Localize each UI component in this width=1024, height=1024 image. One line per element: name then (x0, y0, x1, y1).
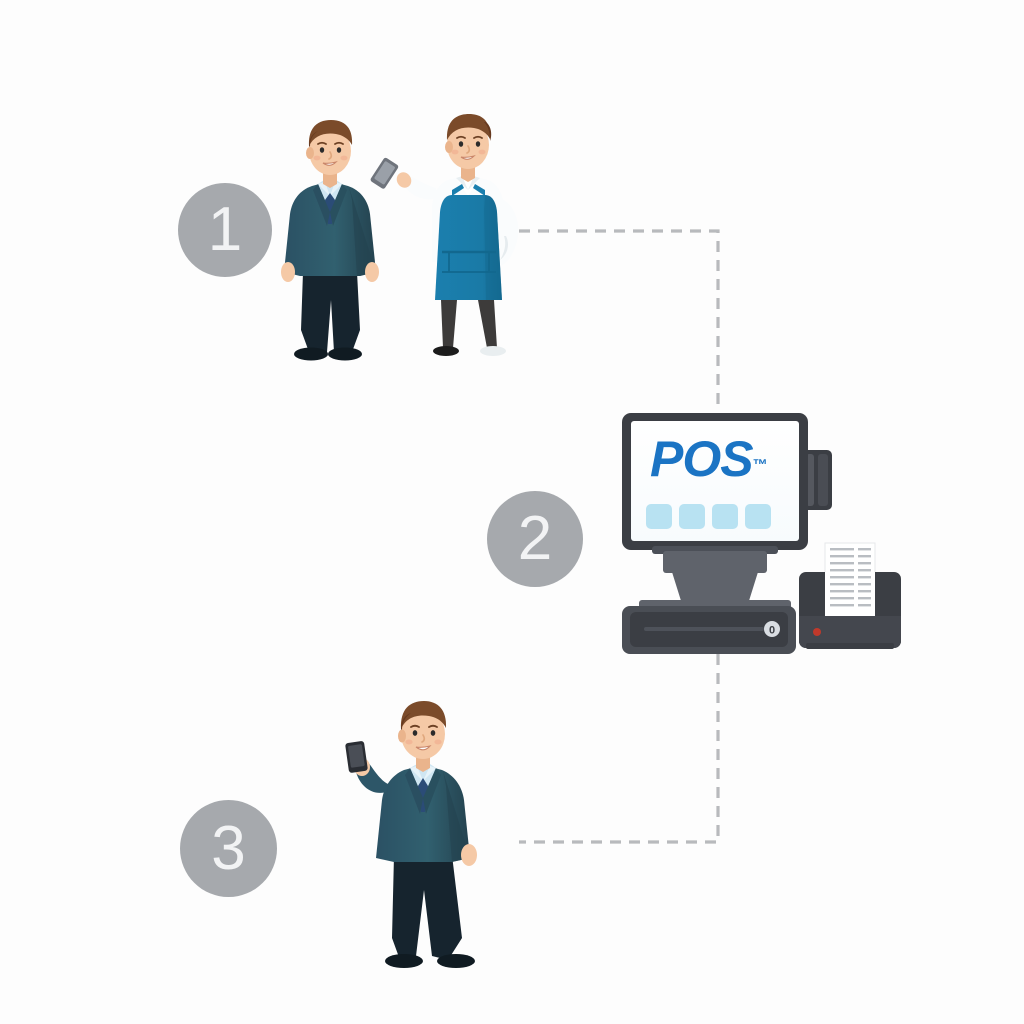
cash-drawer: 0 (622, 606, 796, 654)
figure-clerk (370, 114, 519, 356)
connector-step1-to-pos (519, 229, 720, 412)
smartphone-icon (345, 741, 368, 773)
step-badge-3[interactable]: 3 (180, 800, 277, 897)
scene-pos-terminal: 0 (622, 413, 901, 654)
connector-pos-to-step3 (519, 654, 720, 844)
step-badge-1[interactable]: 1 (178, 183, 272, 277)
step-badge-3-number: 3 (211, 813, 246, 883)
scene-customer-and-clerk (281, 114, 519, 361)
screen-tiles (646, 504, 771, 529)
receipt-printer (799, 542, 901, 649)
step-badge-2-number: 2 (517, 504, 553, 573)
monitor-stand (639, 546, 791, 610)
figure-customer-3 (345, 701, 477, 968)
step-badge-2[interactable]: 2 (487, 491, 583, 587)
pos-monitor (622, 413, 808, 550)
printer-led-icon (813, 628, 821, 636)
figure-customer-1 (281, 120, 379, 361)
handheld-terminal-icon (370, 157, 399, 189)
scene-customer-with-phone (345, 701, 477, 968)
cash-drawer-lock-label: 0 (769, 625, 775, 637)
step-badge-1-number: 1 (207, 195, 243, 264)
